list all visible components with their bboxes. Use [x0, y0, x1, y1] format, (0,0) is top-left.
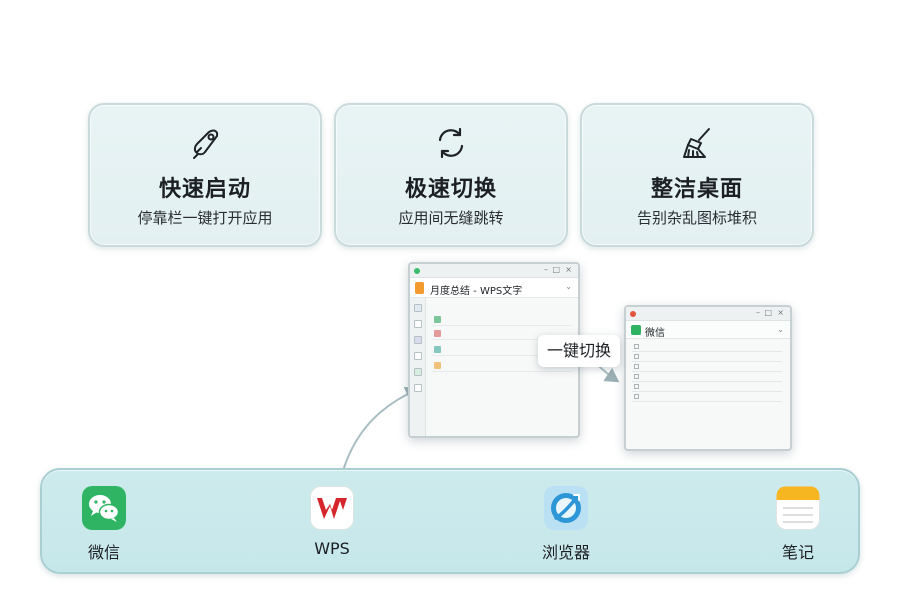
wps-doc-header: 月度总结 - WPS文字 ⌄ [410, 278, 578, 298]
wechat-icon[interactable] [82, 486, 126, 530]
file-icon [434, 362, 441, 369]
dock-item-wechat[interactable]: 微信 [64, 486, 144, 566]
file-icon [434, 346, 441, 353]
wps-doc-title: 月度总结 - WPS文字 [430, 286, 523, 297]
feature-card-fast-switch: 极速切换 应用间无缝跳转 [334, 103, 568, 247]
sidebar-box-icon[interactable] [414, 384, 422, 392]
feature-title: 极速切换 [404, 177, 497, 202]
window-dot-icon [414, 268, 420, 274]
document-icon [415, 282, 424, 294]
wps-icon[interactable] [310, 486, 354, 530]
dock-item-label: WPS [314, 539, 350, 558]
feature-title: 快速启动 [158, 177, 251, 202]
dock-item-wps[interactable]: WPS [292, 486, 372, 566]
sidebar-box-icon[interactable] [414, 352, 422, 360]
file-icon [434, 316, 441, 323]
sidebar-box-icon[interactable] [414, 336, 422, 344]
feature-title: 整洁桌面 [650, 177, 743, 202]
feature-subtitle: 停靠栏一键打开应用 [137, 209, 273, 227]
list-item[interactable] [632, 363, 782, 372]
dock-item-notes[interactable]: 笔记 [758, 486, 838, 566]
browser-icon[interactable] [544, 486, 588, 530]
close-icon[interactable]: × [565, 265, 572, 274]
dock-item-label: 笔记 [781, 543, 814, 562]
switch-label: 一键切换 [538, 335, 620, 367]
checkbox-icon[interactable] [634, 384, 639, 389]
list-item[interactable] [432, 314, 572, 326]
window-dot-icon [630, 311, 636, 317]
broom-icon [683, 128, 710, 158]
feature-card-quick-launch: 快速启动 停靠栏一键打开应用 [88, 103, 322, 247]
sidebar-box-icon[interactable] [414, 368, 422, 376]
minimize-icon[interactable]: – [544, 265, 548, 274]
list-item[interactable] [432, 344, 572, 356]
checkbox-icon[interactable] [634, 364, 639, 369]
dock-item-label: 微信 [87, 543, 120, 562]
dock-item-label: 浏览器 [541, 543, 590, 562]
maximize-icon[interactable]: □ [552, 265, 560, 274]
wps-sidebar [410, 298, 426, 436]
wps-window-titlebar[interactable]: – □ × [410, 264, 578, 278]
list-item[interactable] [632, 353, 782, 362]
launch-arrow [339, 387, 419, 477]
list-item[interactable] [432, 328, 572, 340]
feature-subtitle: 应用间无缝跳转 [398, 209, 504, 227]
wechat-header: 微信 ⌄ [626, 321, 790, 339]
rocket-icon [193, 129, 219, 159]
chevron-icon[interactable]: ⌄ [777, 325, 784, 334]
list-item[interactable] [632, 343, 782, 352]
file-icon [434, 330, 441, 337]
checkbox-icon[interactable] [634, 354, 639, 359]
list-item[interactable] [632, 373, 782, 382]
sidebar-box-icon[interactable] [414, 304, 422, 312]
list-item[interactable] [632, 393, 782, 402]
feature-card-clean-desktop: 整洁桌面 告别杂乱图标堆积 [580, 103, 814, 247]
maximize-icon[interactable]: □ [764, 308, 772, 317]
checkbox-icon[interactable] [634, 394, 639, 399]
refresh-icon [438, 127, 464, 159]
wechat-window[interactable]: – □ × 微信 ⌄ [624, 305, 792, 451]
wechat-small-icon [631, 325, 641, 335]
wechat-title: 微信 [645, 328, 665, 339]
list-item[interactable] [432, 360, 572, 372]
checkbox-icon[interactable] [634, 374, 639, 379]
chevron-icon[interactable]: ⌄ [565, 282, 572, 291]
minimize-icon[interactable]: – [756, 308, 760, 317]
wechat-window-titlebar[interactable]: – □ × [626, 307, 790, 321]
dock-item-browser[interactable]: 浏览器 [526, 486, 606, 566]
feature-subtitle: 告别杂乱图标堆积 [636, 209, 757, 227]
sidebar-box-icon[interactable] [414, 320, 422, 328]
checkbox-icon[interactable] [634, 344, 639, 349]
dock: 微信 WPS 浏览器 笔记 [40, 468, 860, 574]
list-item[interactable] [632, 383, 782, 392]
close-icon[interactable]: × [777, 308, 784, 317]
notes-icon[interactable] [776, 486, 820, 530]
